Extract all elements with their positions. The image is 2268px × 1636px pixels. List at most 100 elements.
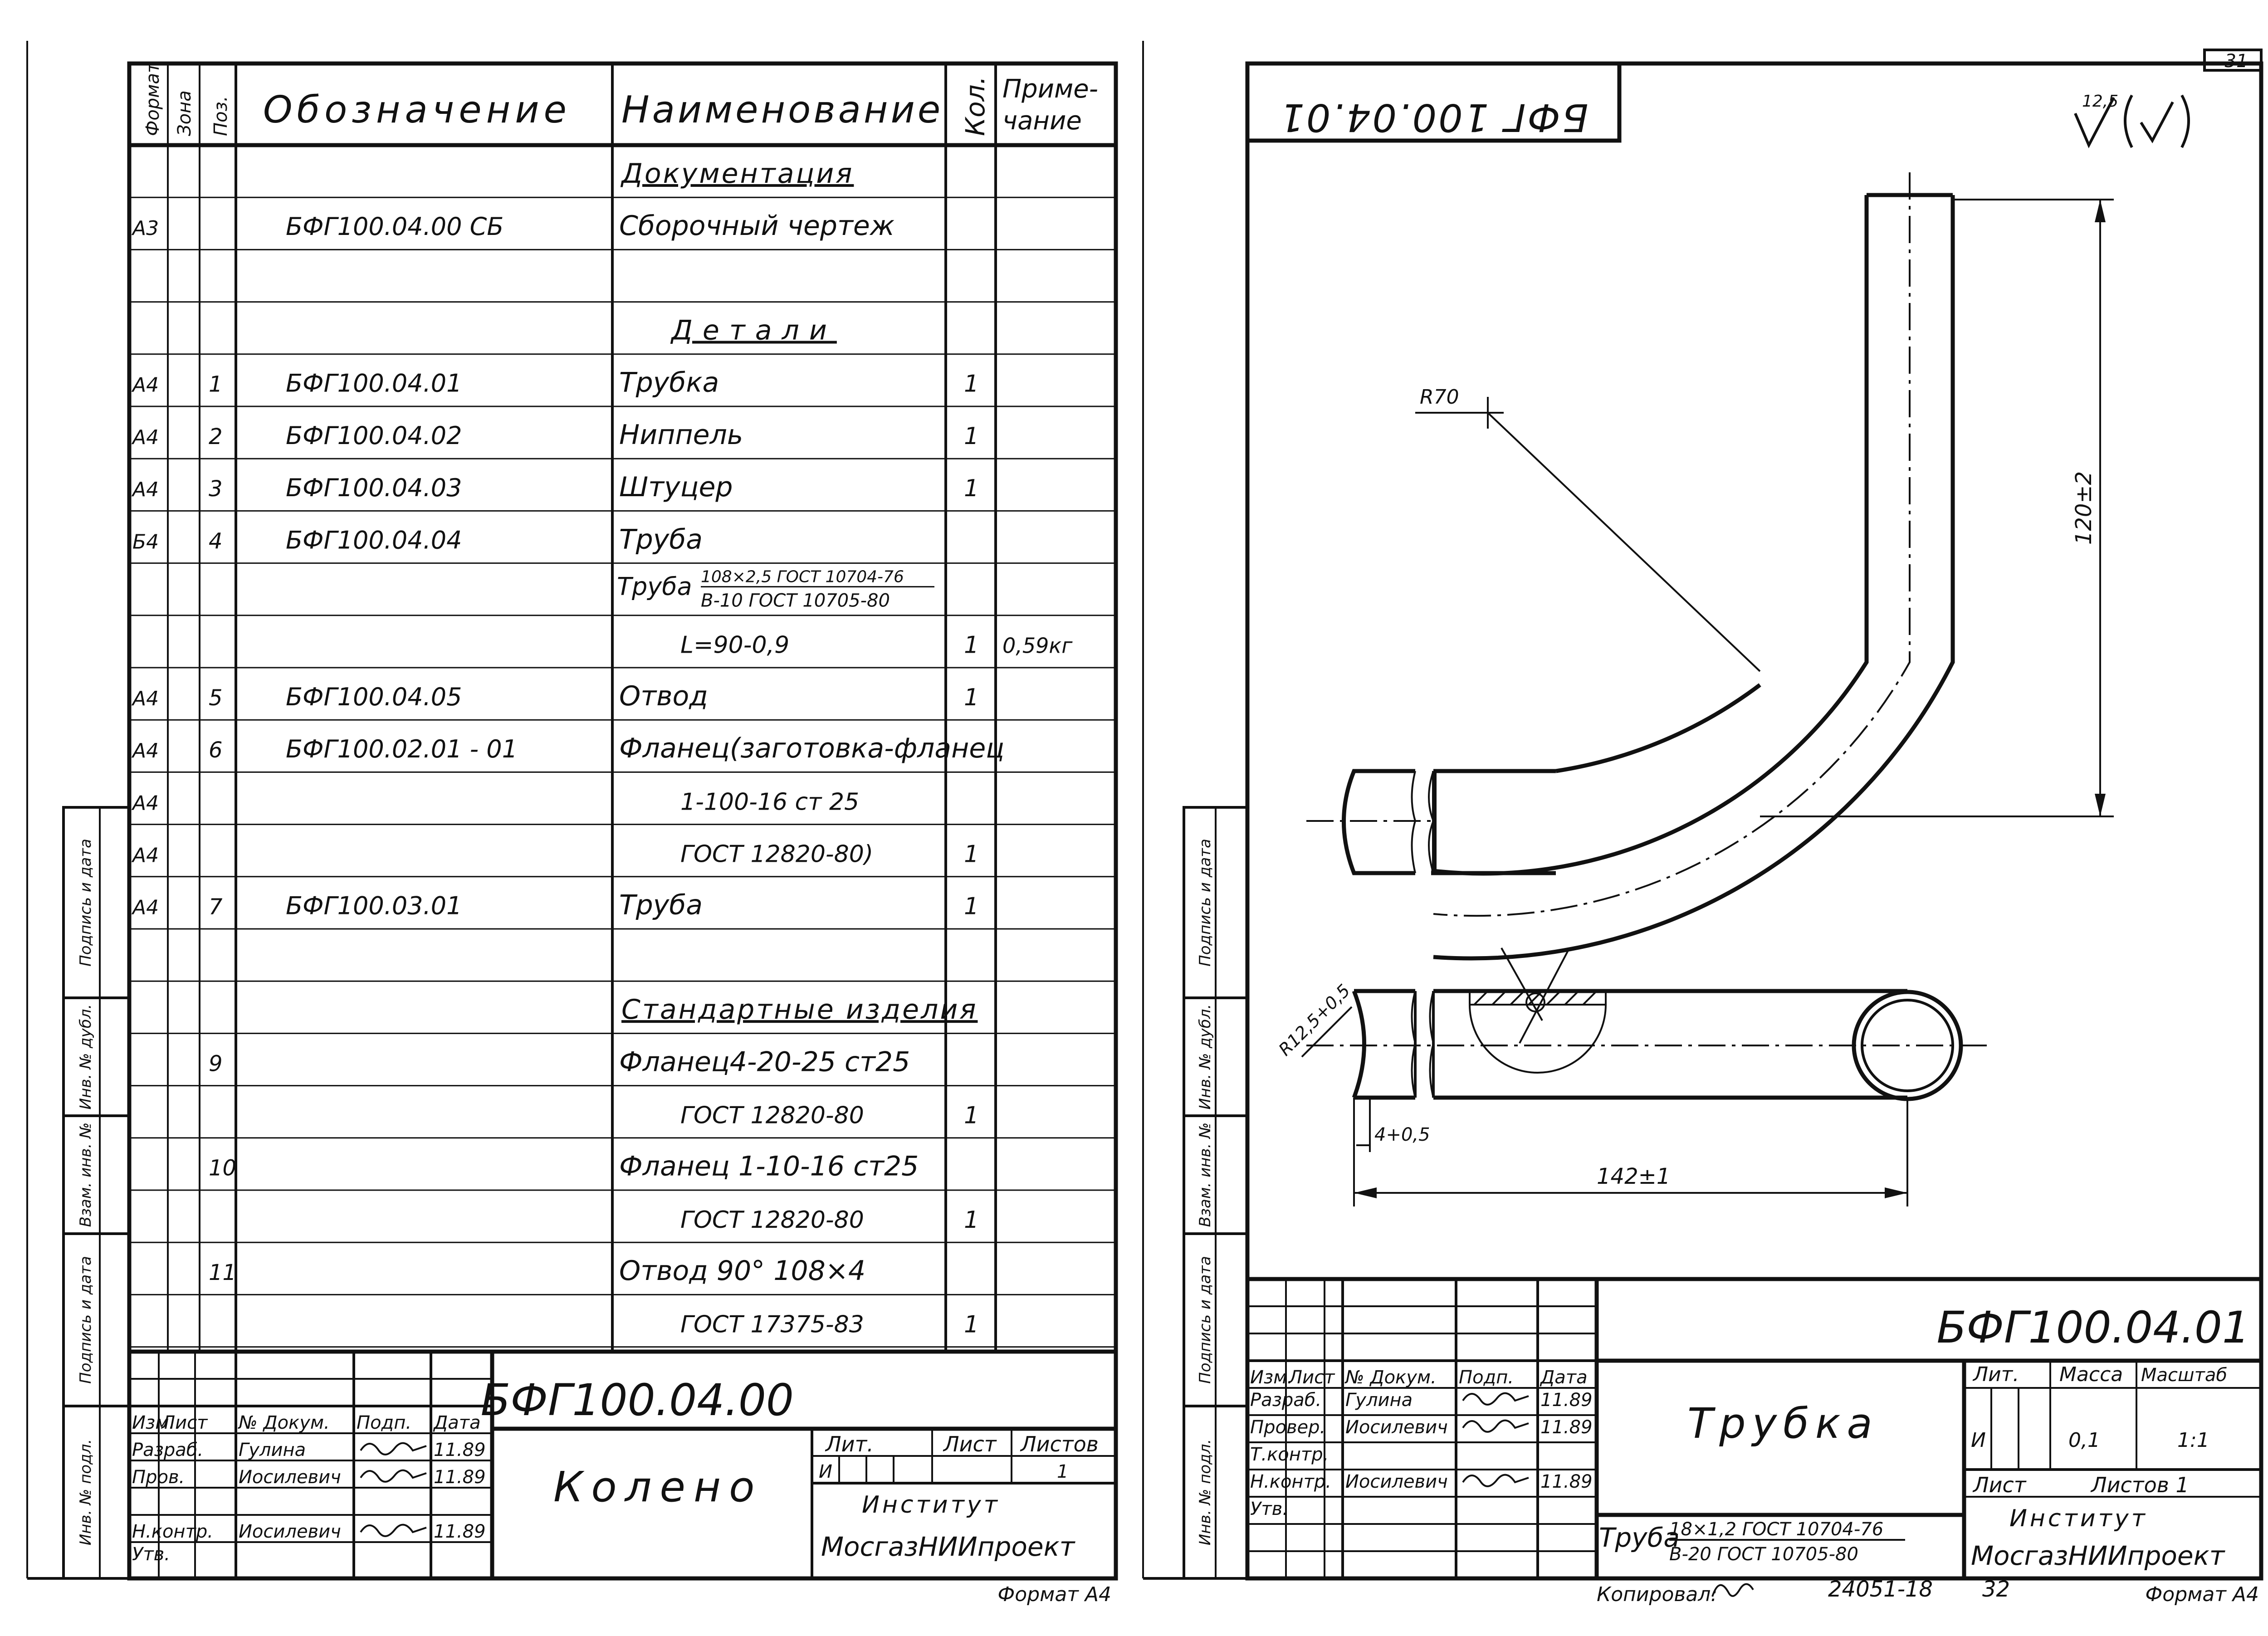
right-title: Трубка	[1687, 1399, 1879, 1448]
spec-pos-cell: 9	[209, 1051, 223, 1076]
title-block-cell: Иосилевич	[239, 1521, 341, 1542]
r125-label: R12,5+0,5	[1275, 980, 1354, 1060]
spec-format-cell: Б4	[132, 530, 159, 553]
straight-tube-view: R12,5+0,5 4+0,5 142±1	[1275, 947, 1987, 1206]
right-org-line2: МосгазНИИпроект	[1971, 1540, 2226, 1571]
right-scale-label: Масштаб	[2141, 1365, 2227, 1386]
title-block-cell: 11.89	[1540, 1471, 1593, 1492]
spec-format-cell: А4	[131, 844, 159, 867]
spec-name-cell: Детали	[670, 315, 837, 347]
title-block-cell: Иосилевич	[1345, 1417, 1448, 1438]
copied-signature	[1711, 1583, 1754, 1597]
signature-scribble	[1462, 1419, 1529, 1433]
title-block-header-cell: № Докум.	[238, 1412, 330, 1433]
spec-name-cell: Ниппель	[619, 419, 743, 451]
spec-format-cell: А4	[131, 687, 159, 710]
side-label: Инв. № дубл.	[77, 1004, 95, 1110]
left-sheet-label: Лист	[943, 1432, 997, 1456]
title-block-cell: Н.контр.	[1250, 1471, 1331, 1492]
title-block-cell: Иосилевич	[1345, 1471, 1448, 1492]
title-block-cell: Гулина	[1345, 1390, 1413, 1411]
side-label: Подпись и дата	[77, 839, 95, 967]
signature-scribble	[360, 1469, 427, 1483]
side-label: Взам. инв. №	[77, 1123, 95, 1227]
spec-format-cell: А4	[131, 374, 159, 397]
spec-qty-cell: 1	[964, 371, 979, 398]
spec-pos-cell: 3	[209, 476, 223, 502]
signature-scribble	[360, 1442, 427, 1455]
r70-label: R70	[1420, 386, 1459, 409]
title-block-cell: Провер.	[1250, 1417, 1325, 1438]
side-label: Инв. № дубл.	[1196, 1004, 1214, 1110]
spec-name-cell: Труба	[619, 889, 703, 921]
left-lit-value: И	[819, 1461, 832, 1482]
spec-name-cell: L=90-0,9	[680, 632, 789, 659]
title-block-header-cell: Изм.	[1250, 1367, 1293, 1388]
right-mass-label: Масса	[2059, 1363, 2123, 1386]
title-block-header-cell: № Докум.	[1344, 1367, 1437, 1388]
side-label: Взам. инв. №	[1196, 1123, 1214, 1227]
right-designation: БФГ100.04.01	[1936, 1302, 2250, 1353]
title-block-cell: Утв.	[132, 1544, 170, 1565]
title-block-cell: Разраб.	[132, 1440, 203, 1460]
left-org-line2: МосгазНИИпроект	[821, 1531, 1076, 1562]
title-block-header-cell: Дата	[433, 1412, 481, 1433]
right-org-line1: Институт	[2009, 1505, 2148, 1532]
left-title: Колено	[553, 1463, 763, 1511]
spec-name-cell: Фланец 1-10-16 ст25	[619, 1151, 919, 1182]
spec-qty-cell: 1	[964, 632, 979, 659]
header-format: Формат	[142, 62, 163, 136]
title-block-cell: Т.контр.	[1250, 1444, 1329, 1465]
header-note-line1: Приме-	[1002, 74, 1098, 104]
title-block-header-cell: Подп.	[357, 1412, 411, 1433]
right-scale-value: 1:1	[2177, 1429, 2209, 1452]
spec-designation-cell: БФГ100.04.05	[286, 683, 462, 711]
title-block-header-cell: Изм.	[132, 1412, 175, 1433]
stamp-text: БФГ 100.04.01	[1279, 95, 1589, 140]
title-block-cell: 11.89	[1540, 1417, 1593, 1438]
right-material-top: 18×1,2 ГОСТ 10704-76	[1669, 1519, 1883, 1540]
spec-qty-cell: 1	[964, 423, 979, 450]
stamp-box	[1245, 61, 1622, 143]
spec-format-cell: А3	[131, 217, 159, 240]
footer-sheet: 32	[1982, 1577, 2010, 1602]
page-number: 31	[2225, 51, 2248, 72]
right-lit-label: Лит.	[1972, 1363, 2019, 1386]
spec-qty-cell: 1	[964, 684, 979, 711]
side-label: Подпись и дата	[77, 1256, 95, 1384]
spec-pos-cell: 7	[209, 894, 223, 920]
spec-designation-cell: БФГ100.04.04	[286, 526, 462, 554]
title-block-cell: Пров.	[132, 1467, 185, 1488]
title-block-header-cell: Дата	[1540, 1367, 1588, 1388]
left-sheets-value: 1	[1057, 1461, 1068, 1482]
spec-note-cell: 0,59кг	[1002, 634, 1073, 658]
spec-qty-cell: 1	[964, 475, 979, 502]
title-block-cell: Иосилевич	[239, 1467, 341, 1488]
right-lit-value: И	[1971, 1429, 1986, 1452]
left-sheets-label: Листов	[1020, 1432, 1099, 1456]
spec-format-cell: А4	[131, 896, 159, 919]
spec-format-cell: А4	[131, 791, 159, 815]
footer-order: 24051-18	[1828, 1577, 1933, 1602]
title-block-cell: 11.89	[434, 1521, 486, 1542]
side-label: Подпись и дата	[1196, 839, 1214, 967]
spec-name-cell: Трубка	[619, 367, 719, 399]
spec-name-cell: Документация	[620, 158, 854, 190]
copied-label: Копировал:	[1597, 1583, 1717, 1606]
spec-format-cell: А4	[131, 739, 159, 762]
spec-name-cell: ГОСТ 17375-83	[680, 1311, 864, 1338]
right-material-bottom: В-20 ГОСТ 10705-80	[1669, 1544, 1858, 1565]
right-sheet-label: Лист	[1972, 1473, 2027, 1497]
spec-pos-cell: 5	[209, 685, 223, 711]
header-note-line2: чание	[1002, 106, 1082, 136]
side-label: Подпись и дата	[1196, 1256, 1214, 1384]
spec-qty-cell: 1	[964, 1206, 979, 1234]
spec-format-cell: А4	[131, 426, 159, 449]
header-designation: Обозначение	[263, 88, 571, 132]
